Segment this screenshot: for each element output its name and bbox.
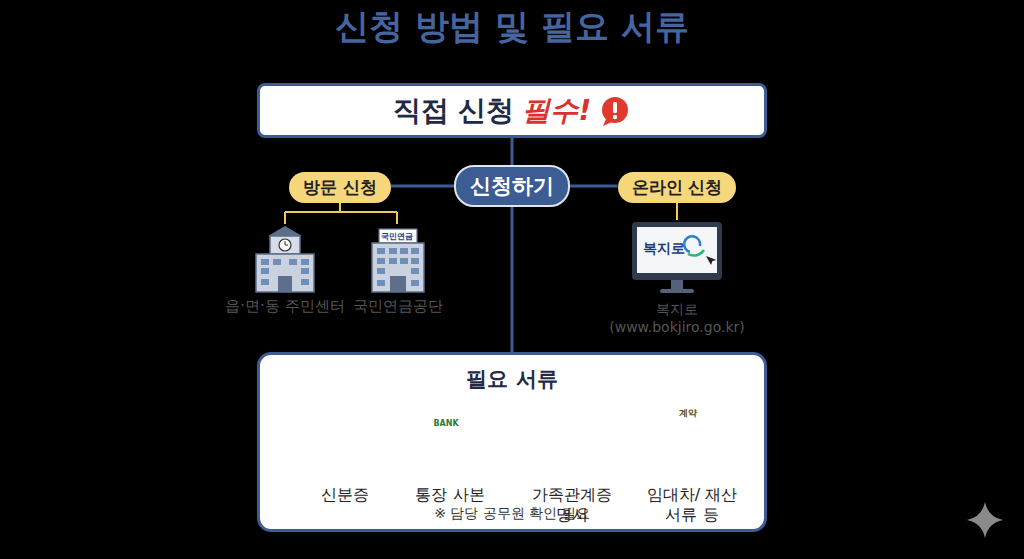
method-pill: 방문 신청 <box>289 172 391 203</box>
building-icon <box>377 248 419 286</box>
building-icon <box>285 241 288 245</box>
connector <box>570 185 618 188</box>
building-icon <box>279 239 291 251</box>
building-icon <box>411 258 419 264</box>
building-icon <box>261 268 269 274</box>
document-item: 가족관계증명서 <box>512 395 632 525</box>
building-icon <box>273 259 281 265</box>
document-item: 통장 사본 <box>390 395 510 505</box>
monitor-icon <box>632 203 722 293</box>
connector <box>511 207 514 352</box>
diagram-title: 신청 방법 및 필요 서류 <box>0 4 1024 50</box>
node-text: 필요 서류 <box>260 365 764 393</box>
contract-text: 계약 <box>679 407 697 420</box>
building-icon <box>377 268 385 274</box>
node-text: 필수! <box>522 92 591 130</box>
monitor-icon <box>684 236 700 252</box>
building-icon <box>400 258 408 264</box>
sign-text: 국민연금 <box>381 231 413 242</box>
building-icon <box>379 229 417 243</box>
hub-pill: 신청하기 <box>454 165 570 207</box>
building-icon <box>261 259 269 265</box>
building-icon <box>268 226 302 236</box>
document-item: 신분증 <box>285 395 405 505</box>
connector <box>391 185 454 188</box>
monitor-icon <box>637 227 717 273</box>
documents-panel: 필요 서류※ 담당 공무원 확인 필요신분증통장 사본가족관계증명서임대차/ 재… <box>257 352 767 532</box>
building-icon <box>301 268 309 274</box>
node-text: 임대차/ 재산 서류 등 <box>646 485 738 525</box>
monitor-icon <box>688 250 704 256</box>
alert-bubble-icon <box>613 114 617 118</box>
building-icon <box>400 248 408 254</box>
building-icon <box>389 258 397 264</box>
watermark-sparkle <box>967 502 1003 538</box>
alert-bubble-icon <box>603 119 612 126</box>
building-icon <box>377 280 385 286</box>
place-label: 읍·면·동 주민센터 <box>225 297 344 316</box>
watermark-sparkle <box>967 502 1003 538</box>
bracket <box>285 203 397 224</box>
monitor-icon <box>706 256 717 265</box>
building-icon <box>372 243 424 292</box>
building-icon <box>278 276 292 292</box>
bankbook-text: BANK <box>433 419 458 428</box>
building-icon <box>411 280 419 286</box>
building-icon <box>301 259 309 265</box>
building-icon <box>270 236 300 254</box>
site-label: 복지로 (www.bokjiro.go.kr) <box>597 300 757 336</box>
building-icon <box>411 268 419 274</box>
alert-bubble-icon <box>599 95 631 127</box>
building-icon <box>377 258 385 264</box>
place-label: 국민연금공단 <box>353 297 443 316</box>
monitor-icon <box>632 222 722 280</box>
node-text: 가족관계증명서 <box>526 485 618 525</box>
node-text: 통장 사본 <box>404 485 496 505</box>
building-icon <box>261 259 309 285</box>
node-text: 신분증 <box>299 485 391 505</box>
screen-logo-text: 복지로 <box>643 240 685 258</box>
notice-box: 직접 신청필수! <box>257 83 767 138</box>
building-icon <box>261 279 269 285</box>
monitor-icon <box>676 203 678 220</box>
bracket <box>285 203 397 224</box>
node-text: 온라인 신청 <box>632 177 723 197</box>
node-text: 직접 신청 <box>393 92 515 130</box>
building-icon <box>389 248 397 254</box>
building-icon <box>256 254 314 292</box>
connector <box>511 138 514 165</box>
monitor-icon <box>671 280 683 289</box>
method-pill: 온라인 신청 <box>618 172 737 203</box>
alert-bubble-icon <box>613 102 617 113</box>
building-icon <box>301 279 309 285</box>
node-text: 신청하기 <box>470 174 554 198</box>
building-icon <box>372 229 424 292</box>
alert-bubble-icon <box>602 97 628 123</box>
building-icon <box>256 226 314 292</box>
node-text: 방문 신청 <box>303 177 377 197</box>
building-icon <box>411 248 419 254</box>
building-icon <box>289 259 297 265</box>
building-icon <box>390 276 406 292</box>
building-icon <box>377 248 385 254</box>
monitor-icon <box>660 289 694 293</box>
